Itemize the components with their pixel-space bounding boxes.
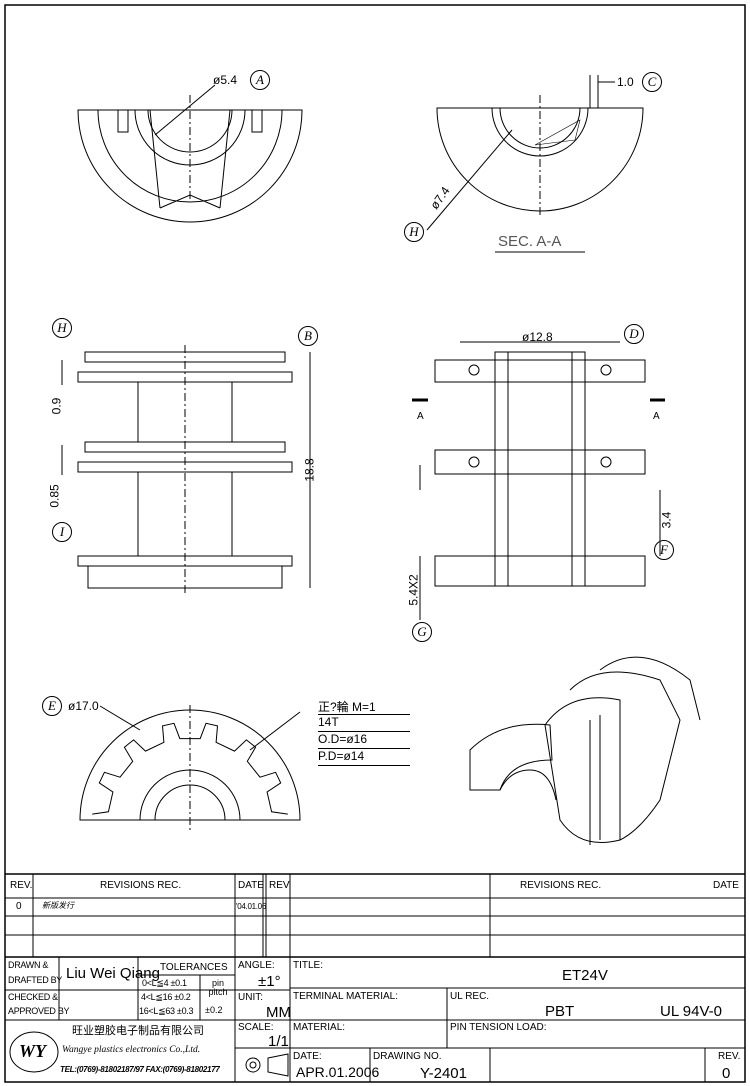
drawing-no-value: Y-2401: [420, 1065, 467, 1082]
dim-label: 1.0: [617, 75, 634, 89]
gear-view: [79, 705, 301, 830]
rev-label: REV.: [718, 1051, 741, 1062]
ref-bubble: C: [642, 72, 662, 92]
ref-bubble: G: [412, 622, 432, 642]
angle-value: ±1°: [258, 973, 281, 990]
isometric-view: [469, 656, 701, 845]
top-view-left: [77, 84, 303, 223]
material-label: MATERIAL:: [293, 1022, 346, 1033]
tolerance-row: 0<L≦4 ±0.1: [142, 978, 187, 988]
drawing-no-label: DRAWING NO.: [373, 1051, 442, 1062]
section-view: [426, 75, 644, 253]
gear-spec-line: 14T: [318, 715, 410, 732]
terminal-label: TERMINAL MATERIAL:: [293, 991, 399, 1002]
gear-spec-line: P.D=ø14: [318, 749, 410, 766]
dim-label: 0.85: [47, 484, 62, 508]
revisions-header: REVISIONS REC.: [100, 880, 182, 891]
title-value: ET24V: [562, 967, 608, 984]
tolerance-row: 16<L≦63 ±0.3: [139, 1006, 194, 1016]
date-header: DATE: [713, 880, 739, 891]
unit-label: UNIT:: [238, 992, 263, 1003]
border: [4, 4, 746, 1083]
scale-label: SCALE:: [238, 1022, 274, 1033]
revision-text: 新版发行: [42, 901, 74, 910]
rev-header: REV.: [269, 880, 292, 891]
drawn-label: DRAWN &: [8, 960, 49, 970]
section-marker: A: [417, 411, 424, 422]
ref-bubble: I: [52, 522, 72, 542]
dim-label: 0.9: [49, 397, 64, 415]
checked-label: CHECKED &: [8, 992, 58, 1002]
ul-label: UL REC.: [450, 991, 490, 1002]
dim-label: 18.8: [302, 458, 317, 482]
title-label: TITLE:: [293, 960, 324, 971]
section-marker: A: [653, 411, 660, 422]
ref-bubble: B: [298, 326, 318, 346]
company-name-cn: 旺业塑胶电子制品有限公司: [72, 1025, 204, 1037]
company-name-en: Wangye plastics electronics Co.,Ltd.: [62, 1045, 201, 1055]
dim-label: ø17.0: [68, 699, 99, 713]
date-header: DATE: [238, 880, 264, 891]
logo-text: WY: [19, 1041, 46, 1061]
revisions-header: REVISIONS REC.: [520, 880, 602, 891]
tolerances-label: TOLERANCES: [160, 962, 228, 973]
revision-date: '04.01.06: [236, 902, 266, 911]
ul-value: UL 94V-0: [660, 1003, 722, 1020]
side-view-left: [61, 345, 311, 595]
side-view-right: [412, 341, 665, 620]
dim-label: 5.4X2: [406, 574, 421, 606]
unit-value: MM: [266, 1004, 291, 1021]
section-label: SEC. A-A: [498, 233, 562, 250]
ref-bubble: H: [52, 318, 72, 338]
scale-value: 1/1: [268, 1033, 289, 1050]
company-contact: TEL:(0769)-81802187/97 FAX:(0769)-818021…: [60, 1065, 220, 1074]
pin-pitch: ±0.2: [205, 1005, 223, 1015]
ref-bubble: A: [250, 70, 270, 90]
dim-label: 3.4: [659, 511, 674, 529]
dim-label: ø12.8: [522, 330, 553, 344]
gear-teeth: [92, 722, 288, 815]
rev-value: 0: [16, 901, 22, 912]
ref-bubble: D: [624, 324, 644, 344]
drawn-label: DRAFTED BY: [8, 975, 63, 985]
checked-label: APPROVED BY: [8, 1006, 70, 1016]
drawn-by: Liu Wei Qiang: [66, 965, 160, 982]
ref-bubble: H: [404, 222, 424, 242]
terminal-value: PBT: [545, 1003, 575, 1020]
angle-label: ANGLE:: [238, 960, 275, 971]
rev-header: REV.: [10, 880, 33, 891]
tolerance-row: 4<L≦16 ±0.2: [141, 992, 191, 1002]
rev-value: 0: [722, 1065, 731, 1082]
title-block-lines: [5, 873, 745, 1082]
dim-label: ø5.4: [213, 73, 238, 87]
gear-spec: 正?輪 M=1 14T O.D=ø16 P.D=ø14: [318, 698, 410, 766]
gear-spec-line: 正?輪 M=1: [318, 698, 410, 715]
pin-tension-label: PIN TENSION LOAD:: [450, 1022, 547, 1033]
ref-bubble: E: [42, 696, 62, 716]
pin-pitch-label: pin pitch: [208, 978, 228, 997]
date-label: DATE:: [293, 1051, 322, 1062]
date-value: APR.01.2006: [296, 1064, 380, 1080]
logo: [9, 1031, 59, 1073]
ref-bubble: F: [654, 540, 674, 560]
gear-spec-line: O.D=ø16: [318, 732, 410, 749]
